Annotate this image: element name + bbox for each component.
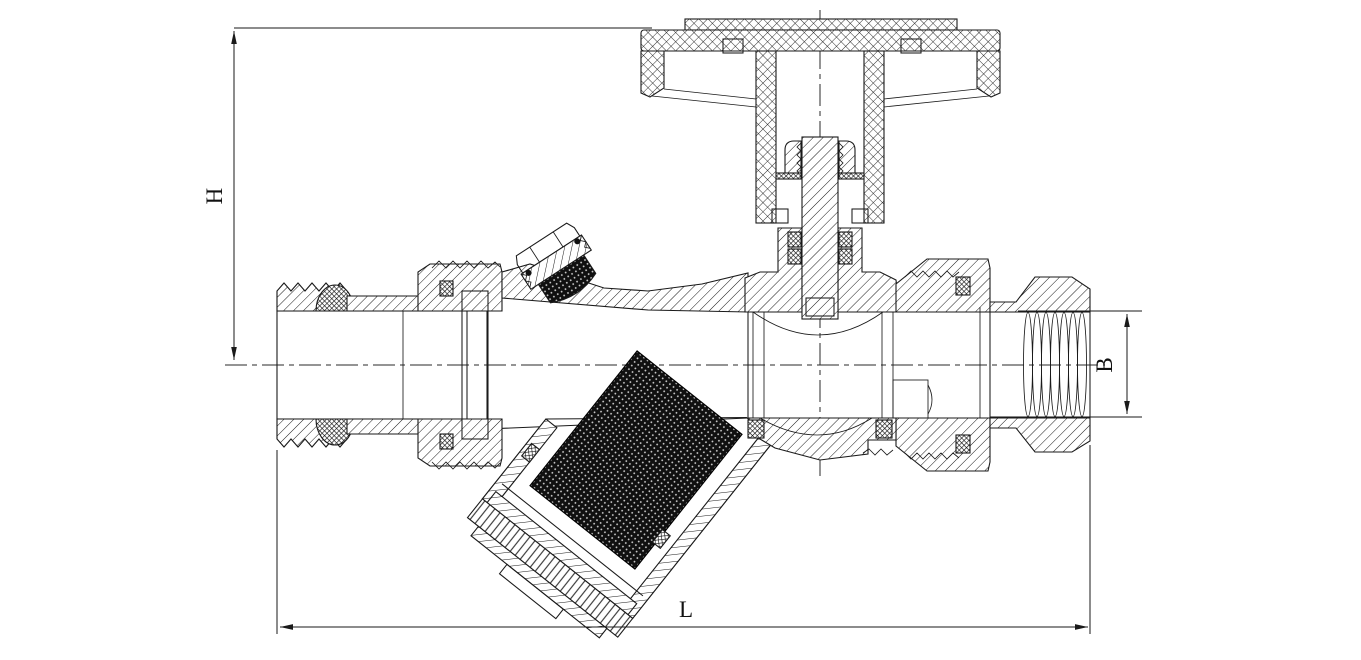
handwheel-hub-right <box>863 50 885 224</box>
vent-plug <box>515 222 597 304</box>
handwheel-rib-notch <box>900 38 922 54</box>
stem-nut-left <box>784 140 802 177</box>
internal-details <box>752 307 981 419</box>
strainer-clip-seal <box>520 442 541 463</box>
stem-tip-slot <box>805 297 835 317</box>
dimension-label-h: H <box>202 188 227 205</box>
dimension-l: L <box>276 445 1091 634</box>
seat-sleeve-step <box>892 379 929 419</box>
packing-seal <box>838 248 853 265</box>
hub-foot-notch <box>771 208 789 224</box>
union-seal-bottom <box>439 433 454 450</box>
packing-seal <box>787 231 802 248</box>
dimension-label-l: L <box>679 597 693 622</box>
stem <box>801 136 839 320</box>
body-seal <box>747 419 765 439</box>
inlet-union-nut <box>417 260 503 470</box>
vent-plug-seal-dot <box>574 238 581 245</box>
handwheel-hub-left <box>755 50 777 224</box>
handwheel <box>640 18 1001 224</box>
union-seal-top <box>439 280 454 297</box>
vent-plug-seal-dot <box>525 269 532 276</box>
handwheel-skirt-left <box>640 50 665 98</box>
handwheel-rim-band <box>640 29 1001 52</box>
stem-washer <box>838 172 866 180</box>
body-seal <box>875 419 893 439</box>
dimension-h: H <box>202 27 652 360</box>
vent-plug-knurl <box>537 254 597 304</box>
insert-flange <box>461 290 489 440</box>
body-bottom-wall <box>747 417 897 461</box>
strainer-screen-mesh <box>529 350 743 570</box>
handwheel-top-plate <box>684 18 958 31</box>
handwheel-skirt-right <box>976 50 1001 98</box>
bonnet-and-stem <box>744 136 901 320</box>
seat-arc-bottom <box>759 417 873 436</box>
dimension-label-b: B <box>1092 357 1117 372</box>
strainer-assembly <box>466 350 776 639</box>
dimension-b: B <box>1018 310 1142 418</box>
inlet-tail-sleeve <box>346 295 431 435</box>
stem-washer <box>774 172 802 180</box>
hub-foot-notch <box>851 208 869 224</box>
packing-seal <box>838 231 853 248</box>
packing-seal <box>787 248 802 265</box>
outlet-union-collar <box>895 258 991 472</box>
strainer-cap-nub <box>498 563 565 620</box>
nut-thread-crest <box>431 260 501 269</box>
stem-nut-right <box>838 140 856 177</box>
nut-thread-crest <box>431 461 501 470</box>
handwheel-rib-notch <box>722 38 744 54</box>
strainer-clip-seal <box>651 528 672 550</box>
seat-arc-top <box>752 311 884 336</box>
collar-seal-bottom <box>955 434 971 454</box>
collar-seal-top <box>955 276 971 296</box>
